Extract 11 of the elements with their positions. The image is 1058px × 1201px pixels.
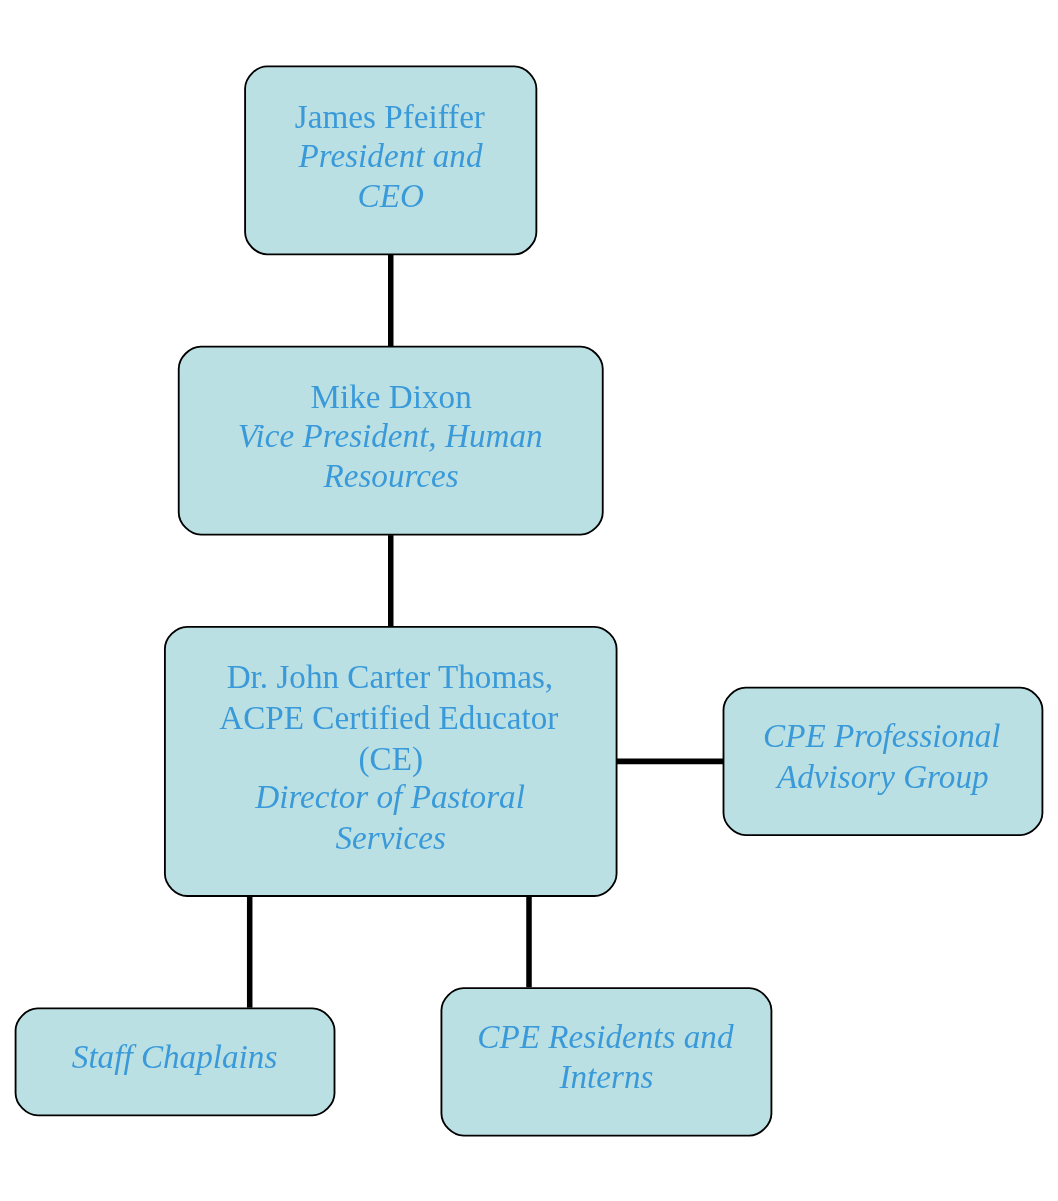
connector bbox=[616, 758, 723, 764]
connector bbox=[526, 896, 532, 987]
connector bbox=[246, 896, 253, 1008]
node-box: Staff Chaplains bbox=[14, 1007, 336, 1116]
connector bbox=[387, 254, 394, 346]
node-box: Mike Dixon Vice President, Human Resources bbox=[177, 345, 604, 536]
connector bbox=[387, 534, 394, 627]
node-box: CPE Professional Advisory Group bbox=[722, 686, 1044, 836]
node-box: James Pfeiffer President and CEO bbox=[244, 64, 538, 255]
node-box: Dr. John Carter Thomas, ACPE Certified Educator (CE) Director of Pastoral Services bbox=[164, 625, 618, 897]
node-box: CPE Residents and Interns bbox=[440, 986, 773, 1137]
